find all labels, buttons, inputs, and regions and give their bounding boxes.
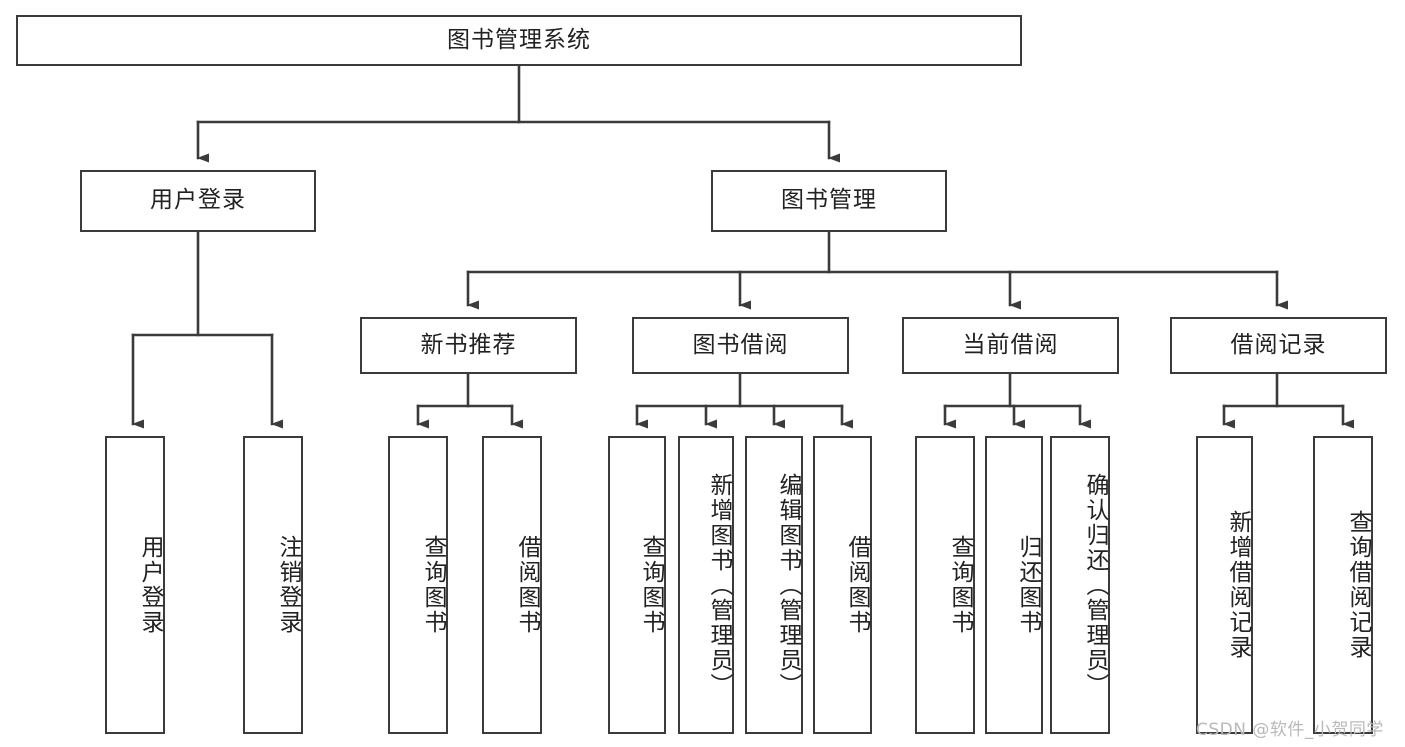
node-leaf-logout[interactable]: 注销登录 [243,436,303,734]
node-borrow-record-label: 借阅记录 [1230,331,1327,358]
node-leaf-add-borrow-record-label: 新增借阅记录 [1225,510,1251,660]
node-new-book-rec[interactable]: 新书推荐 [360,317,577,374]
node-current-borrow-label: 当前借阅 [962,331,1059,358]
node-leaf-borrow-book-rec[interactable]: 借阅图书 [482,436,542,734]
node-leaf-query-book-borrow-label: 查询图书 [638,535,664,635]
node-leaf-add-book-admin-label: 新增图书（管理员） [706,472,732,698]
node-leaf-borrow-book-label: 借阅图书 [844,535,870,635]
node-book-borrow[interactable]: 图书借阅 [632,317,849,374]
node-leaf-query-borrow-record[interactable]: 查询借阅记录 [1313,436,1373,734]
node-root[interactable]: 图书管理系统 [16,15,1022,66]
node-leaf-query-book-current[interactable]: 查询图书 [915,436,975,734]
node-new-book-rec-label: 新书推荐 [420,331,517,358]
node-leaf-user-login-label: 用户登录 [137,535,163,635]
node-user-login-label: 用户登录 [150,187,246,214]
node-leaf-confirm-return-admin-label: 确认归还（管理员） [1082,472,1108,698]
node-leaf-query-borrow-record-label: 查询借阅记录 [1345,510,1371,660]
node-leaf-query-book-rec-label: 查询图书 [420,535,446,635]
node-book-manage-label: 图书管理 [781,187,877,214]
node-leaf-confirm-return-admin[interactable]: 确认归还（管理员） [1050,436,1110,734]
node-leaf-user-login[interactable]: 用户登录 [105,436,165,734]
node-leaf-add-book-admin[interactable]: 新增图书（管理员） [678,436,734,734]
node-book-manage[interactable]: 图书管理 [711,170,947,232]
node-leaf-logout-label: 注销登录 [275,535,301,635]
node-leaf-query-book-current-label: 查询图书 [947,535,973,635]
node-user-login[interactable]: 用户登录 [80,170,316,232]
node-root-label: 图书管理系统 [447,26,591,53]
csdn-watermark: CSDN @软件_小贺同学 [1196,720,1384,740]
node-leaf-borrow-book-rec-label: 借阅图书 [514,535,540,635]
node-current-borrow[interactable]: 当前借阅 [902,317,1119,374]
node-leaf-edit-book-admin-label: 编辑图书（管理员） [775,472,801,698]
node-leaf-borrow-book[interactable]: 借阅图书 [813,436,872,734]
node-borrow-record[interactable]: 借阅记录 [1170,317,1387,374]
node-leaf-query-book-borrow[interactable]: 查询图书 [608,436,666,734]
node-leaf-edit-book-admin[interactable]: 编辑图书（管理员） [745,436,803,734]
node-leaf-return-book-label: 归还图书 [1015,535,1041,635]
node-book-borrow-label: 图书借阅 [692,331,789,358]
node-leaf-return-book[interactable]: 归还图书 [985,436,1043,734]
node-leaf-add-borrow-record[interactable]: 新增借阅记录 [1196,436,1253,734]
node-leaf-query-book-rec[interactable]: 查询图书 [388,436,448,734]
